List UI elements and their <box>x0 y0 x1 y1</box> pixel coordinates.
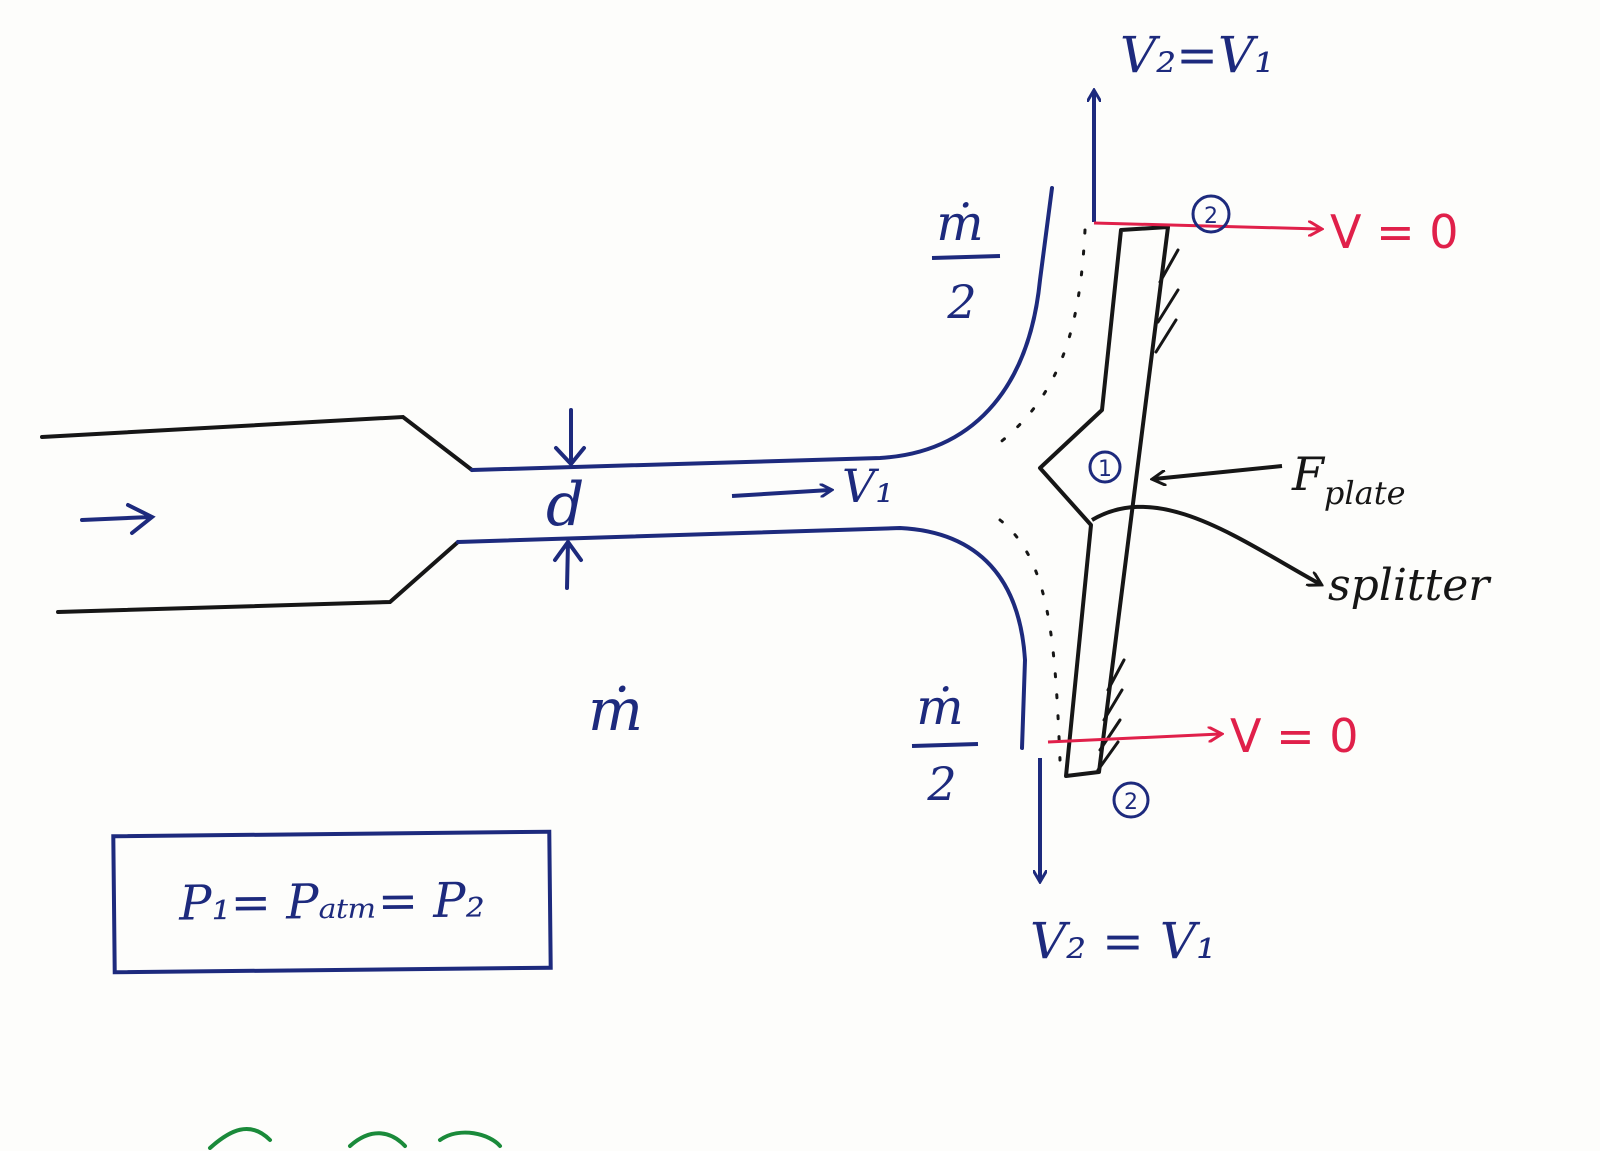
green-ink-scribble <box>208 1127 502 1150</box>
splitter-leader <box>1090 504 1320 584</box>
mdot-half-top-denominator: 2 <box>946 275 976 329</box>
v-zero-bottom-label: V = 0 <box>1230 709 1359 763</box>
v-zero-arrow-top <box>1093 223 1320 229</box>
jet-upper-boundary <box>470 186 1054 472</box>
point-2-top-circle <box>1191 194 1231 234</box>
mdot-label: ṁ <box>588 676 643 744</box>
point-2-bottom-circle <box>1112 781 1150 819</box>
point-1-label: 1 <box>1098 457 1112 482</box>
nozzle <box>40 414 474 614</box>
nozzle-upper-wall <box>40 414 474 472</box>
pressure-condition: P₁= Pₐₜₘ= P₂ <box>178 872 486 932</box>
plate-body <box>1038 225 1170 778</box>
v1-arrow <box>731 490 830 498</box>
streamline-dots <box>988 228 1087 762</box>
mdot-half-top-numerator: ṁ <box>936 194 983 252</box>
f-plate-label: Fplate <box>1291 447 1406 512</box>
f-plate-letter: F <box>1291 447 1326 501</box>
f-plate-arrow <box>1154 464 1283 479</box>
jet-lower-boundary <box>456 525 1028 750</box>
wall-hatch <box>1096 248 1180 772</box>
v1-label: V₁ <box>842 459 894 513</box>
inlet-arrow <box>80 503 156 535</box>
point-1-circle <box>1088 450 1122 484</box>
point-2-top-label: 2 <box>1204 204 1218 229</box>
d-label: d <box>546 470 584 540</box>
v-zero-arrow-bottom <box>1047 734 1220 744</box>
v2-bottom-label: V₂ = V₁ <box>1030 912 1216 970</box>
mdot-half-bottom-denominator: 2 <box>926 757 956 811</box>
mdot-half-bottom: ṁ 2 <box>911 678 979 811</box>
v-zero-top-label: V = 0 <box>1330 205 1459 259</box>
point-2-bottom-label: 2 <box>1124 790 1138 815</box>
f-plate-subscript: plate <box>1324 474 1406 512</box>
splitter-label: splitter <box>1328 560 1492 611</box>
plate <box>1038 225 1170 778</box>
pressure-condition-box: P₁= Pₐₜₘ= P₂ <box>111 829 553 975</box>
mdot-half-bottom-numerator: ṁ <box>916 678 963 736</box>
d-dimension-arrows <box>553 408 586 590</box>
jet-stream <box>456 186 1054 750</box>
nozzle-lower-wall <box>56 540 460 614</box>
v2-top-label: V₂=V₁ <box>1120 26 1274 84</box>
mdot-half-top: ṁ 2 <box>931 194 1001 329</box>
